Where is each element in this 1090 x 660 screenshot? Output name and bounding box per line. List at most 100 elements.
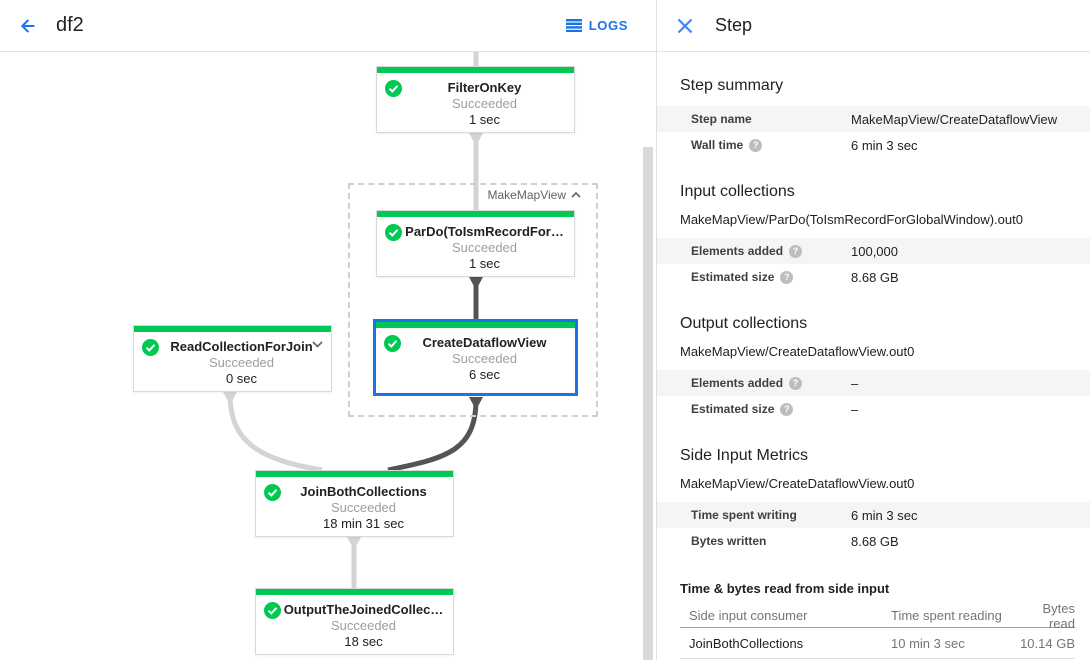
collection-name: MakeMapView/CreateDataflowView.out0 xyxy=(680,476,915,491)
job-title: df2 xyxy=(56,14,84,36)
subtable-heading: Time & bytes read from side input xyxy=(680,581,890,596)
chevron-down-icon[interactable] xyxy=(312,341,323,348)
check-circle-icon xyxy=(142,339,159,356)
metric-row: Estimated size ? 8.68 GB xyxy=(657,264,1090,290)
graph-edges xyxy=(223,52,483,589)
node-time: 18 sec xyxy=(344,634,383,649)
metric-row: Bytes written 8.68 GB xyxy=(657,528,1090,554)
close-icon xyxy=(677,18,693,33)
metric-value: 100,000 xyxy=(851,243,898,259)
check-circle-icon xyxy=(384,335,401,352)
node-pardo-toismrecord[interactable]: ParDo(ToIsmRecordFor… Succeeded 1 sec xyxy=(376,210,575,277)
metric-label: Elements added ? xyxy=(691,244,851,258)
node-title: ParDo(ToIsmRecordFor… xyxy=(405,224,564,239)
metric-row: Elements added ? 100,000 xyxy=(657,238,1090,264)
check-circle-icon xyxy=(385,224,402,241)
topbar: df2 LOGS xyxy=(0,0,656,52)
metric-label: Step name xyxy=(691,112,752,126)
collection-name: MakeMapView/CreateDataflowView.out0 xyxy=(680,344,915,359)
node-time: 1 sec xyxy=(468,256,501,271)
side-input-table: Side input consumer Time spent reading B… xyxy=(680,600,1075,659)
metric-label: Estimated size ? xyxy=(691,270,851,284)
table-header-row: Side input consumer Time spent reading B… xyxy=(680,600,1075,631)
help-icon[interactable]: ? xyxy=(780,402,794,416)
section-side-input-table: Time & bytes read from side input Side i… xyxy=(657,581,1090,659)
check-circle-icon xyxy=(385,80,402,97)
graph-vertical-scrollbar[interactable] xyxy=(643,147,653,660)
metric-label: Elements added ? xyxy=(691,376,851,390)
help-icon[interactable]: ? xyxy=(749,138,763,152)
node-status: Succeeded xyxy=(451,351,518,366)
back-button[interactable] xyxy=(8,6,48,46)
logs-label: LOGS xyxy=(588,18,628,33)
metric-label: Bytes written xyxy=(691,534,767,548)
metric-value: MakeMapView/CreateDataflowView xyxy=(851,111,1058,127)
panel-header: Step xyxy=(657,0,1090,52)
node-time: 6 sec xyxy=(468,367,501,382)
node-status: Succeeded xyxy=(451,240,518,255)
section-step-summary: Step summary Step name MakeMapView/Creat… xyxy=(657,77,1090,158)
help-icon[interactable]: ? xyxy=(780,270,794,284)
step-details-panel: Step Step summary Step name MakeMapView/… xyxy=(656,0,1090,660)
group-makemapview: MakeMapView xyxy=(348,183,598,417)
node-joinbothcollections[interactable]: JoinBothCollections Succeeded 18 min 31 … xyxy=(255,470,454,537)
metric-row: Elements added ? – xyxy=(657,370,1090,396)
logs-icon xyxy=(565,19,582,32)
node-title: CreateDataflowView xyxy=(422,335,547,350)
node-time: 0 sec xyxy=(225,371,258,386)
logs-button[interactable]: LOGS xyxy=(565,18,628,33)
cell-bytes-read: 10.14 GB xyxy=(1020,635,1075,651)
node-title: JoinBothCollections xyxy=(300,484,427,499)
section-heading: Step summary xyxy=(680,77,784,94)
metric-value: 6 min 3 sec xyxy=(851,507,918,523)
node-status: Succeeded xyxy=(451,96,518,111)
chevron-up-icon xyxy=(571,192,581,198)
metric-row: Wall time ? 6 min 3 sec xyxy=(657,132,1090,158)
status-bar xyxy=(377,67,574,73)
check-circle-icon xyxy=(264,602,281,619)
close-panel-button[interactable] xyxy=(665,6,705,46)
status-bar xyxy=(376,322,575,328)
node-status: Succeeded xyxy=(330,618,397,633)
status-bar xyxy=(256,589,453,595)
node-title: ReadCollectionForJoin xyxy=(170,339,313,354)
metric-row: Estimated size ? – xyxy=(657,396,1090,422)
node-status: Succeeded xyxy=(208,355,275,370)
help-icon[interactable]: ? xyxy=(789,376,803,390)
status-bar xyxy=(256,471,453,477)
node-filteronkey[interactable]: FilterOnKey Succeeded 1 sec xyxy=(376,66,575,133)
metric-value: 6 min 3 sec xyxy=(851,137,918,153)
section-heading: Side Input Metrics xyxy=(680,447,809,464)
metric-row: Time spent writing 6 min 3 sec xyxy=(657,502,1090,528)
node-readcollectionforjoin[interactable]: ReadCollectionForJoin Succeeded 0 sec xyxy=(133,325,332,392)
panel-title: Step xyxy=(715,15,753,35)
node-time: 1 sec xyxy=(468,112,501,127)
node-outputthejoinedcollection[interactable]: OutputTheJoinedCollec… Succeeded 18 sec xyxy=(255,588,454,655)
metric-label: Estimated size ? xyxy=(691,402,851,416)
metric-value: 8.68 GB xyxy=(851,533,899,549)
col-header-consumer: Side input consumer xyxy=(689,608,808,623)
metric-row: Step name MakeMapView/CreateDataflowView xyxy=(657,106,1090,132)
job-graph-canvas[interactable]: MakeMapView FilterOnKey Succeeded 1 sec … xyxy=(0,52,656,660)
arrow-back-icon xyxy=(20,18,35,33)
col-header-bytes-read: Bytes read xyxy=(1042,600,1075,631)
section-heading: Input collections xyxy=(680,183,795,200)
cell-time-reading: 10 min 3 sec xyxy=(891,635,965,651)
node-status: Succeeded xyxy=(330,500,397,515)
metric-label: Time spent writing xyxy=(691,508,797,522)
metric-value: 8.68 GB xyxy=(851,269,899,285)
node-title: OutputTheJoinedCollec… xyxy=(283,602,444,617)
cell-consumer: JoinBothCollections xyxy=(689,635,804,651)
check-circle-icon xyxy=(264,484,281,501)
collection-name: MakeMapView/ParDo(ToIsmRecordForGlobalWi… xyxy=(680,212,1023,227)
node-title: FilterOnKey xyxy=(447,80,522,95)
section-input-collections: Input collections MakeMapView/ParDo(ToIs… xyxy=(657,183,1090,290)
section-output-collections: Output collections MakeMapView/CreateDat… xyxy=(657,315,1090,422)
help-icon[interactable]: ? xyxy=(789,244,803,258)
node-time: 18 min 31 sec xyxy=(323,516,404,531)
group-makemapview-toggle[interactable]: MakeMapView xyxy=(484,188,584,202)
section-heading: Output collections xyxy=(680,315,808,332)
node-createdataflowview-selected[interactable]: CreateDataflowView Succeeded 6 sec xyxy=(373,319,578,396)
col-header-time-reading: Time spent reading xyxy=(891,608,1002,623)
group-label: MakeMapView xyxy=(487,188,566,202)
